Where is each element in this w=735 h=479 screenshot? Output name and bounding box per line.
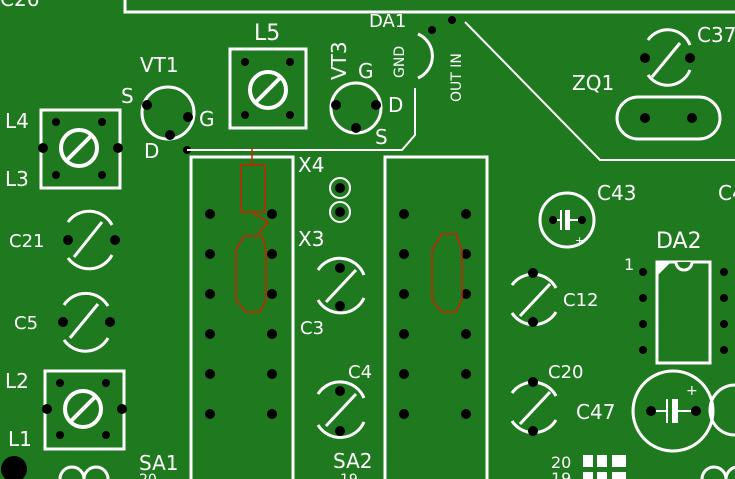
label-num20: 20 xyxy=(551,453,571,472)
label-c43: C43 xyxy=(597,181,636,205)
capacitor-c47[interactable]: + xyxy=(631,369,715,453)
switch-sa1[interactable] xyxy=(189,155,295,479)
label-pin1: 1 xyxy=(624,255,634,274)
label-vt3-drain: D xyxy=(388,93,403,117)
label-vt1-source: S xyxy=(121,84,134,108)
label-l4: L4 xyxy=(5,109,29,133)
label-l3: L3 xyxy=(5,167,29,191)
connector-outline-bottom-right xyxy=(700,465,735,479)
label-x3: X3 xyxy=(298,227,324,251)
svg-text:+: + xyxy=(575,234,584,247)
label-c21: C21 xyxy=(9,231,44,252)
connector-outline-bottom-left xyxy=(58,465,110,479)
label-c37: C37 xyxy=(697,23,735,47)
trimmer-c20[interactable] xyxy=(510,377,558,436)
trace-vt1-vt3 xyxy=(187,88,416,151)
label-c4: C4 xyxy=(348,362,372,383)
highlight-parts-sa2 xyxy=(431,233,463,313)
trimmer-c3[interactable] xyxy=(316,256,366,315)
highlight-parts-sa1 xyxy=(235,148,270,313)
label-vt3-source: S xyxy=(375,125,388,149)
svg-text:+: + xyxy=(686,383,698,399)
crystal-zq1[interactable] xyxy=(615,95,722,141)
label-l1: L1 xyxy=(8,427,32,451)
trimmer-c21[interactable] xyxy=(63,209,120,271)
label-c4-right: C4 xyxy=(718,181,735,205)
capacitor-outline-right-edge xyxy=(708,383,735,437)
label-zq1: ZQ1 xyxy=(572,71,614,95)
label-da2: DA2 xyxy=(656,229,702,254)
inductor-l4[interactable] xyxy=(38,108,123,190)
jumper-x4[interactable] xyxy=(329,177,351,223)
label-da1: DA1 xyxy=(369,11,406,32)
label-c12: C12 xyxy=(563,290,598,311)
trimmer-c5[interactable] xyxy=(58,291,115,353)
trimmer-c12[interactable] xyxy=(510,268,558,327)
label-c5: C5 xyxy=(14,313,38,334)
header-20-19[interactable] xyxy=(583,455,626,479)
inductor-l5[interactable] xyxy=(228,47,308,130)
label-gnd: GND xyxy=(392,46,408,78)
regulator-da1[interactable] xyxy=(417,16,456,80)
trimmer-c4[interactable] xyxy=(316,380,366,439)
label-c26: C26 xyxy=(0,0,39,11)
top-outline xyxy=(123,0,735,161)
label-l5: L5 xyxy=(254,21,280,46)
switch-sa2[interactable] xyxy=(383,155,489,479)
transistor-vt3[interactable] xyxy=(329,81,383,135)
trimmer-c37[interactable] xyxy=(640,28,695,87)
label-out-in: OUT IN xyxy=(449,53,465,102)
transistor-vt1[interactable] xyxy=(140,85,196,154)
mounting-hole xyxy=(1,456,27,479)
label-sa2-sub: 19 xyxy=(340,472,358,479)
label-sa1: SA1 xyxy=(139,451,178,475)
label-c3: C3 xyxy=(300,318,324,339)
label-vt3: VT3 xyxy=(327,41,351,80)
label-vt1-gate: G xyxy=(199,107,215,131)
capacitor-c43[interactable]: + xyxy=(538,191,596,249)
label-sa1-sub: 20 xyxy=(139,472,157,479)
label-sa2: SA2 xyxy=(333,449,372,473)
label-c47: C47 xyxy=(576,400,615,424)
label-c20: C20 xyxy=(548,362,583,383)
label-l2: L2 xyxy=(5,369,29,393)
ic-da2[interactable] xyxy=(639,260,728,365)
inductor-l2[interactable] xyxy=(42,369,127,451)
label-vt3-gate: G xyxy=(358,59,374,83)
label-num19: 19 xyxy=(551,469,571,479)
label-vt1: VT1 xyxy=(140,53,179,77)
label-vt1-drain: D xyxy=(144,139,159,163)
label-x4: X4 xyxy=(298,153,324,177)
